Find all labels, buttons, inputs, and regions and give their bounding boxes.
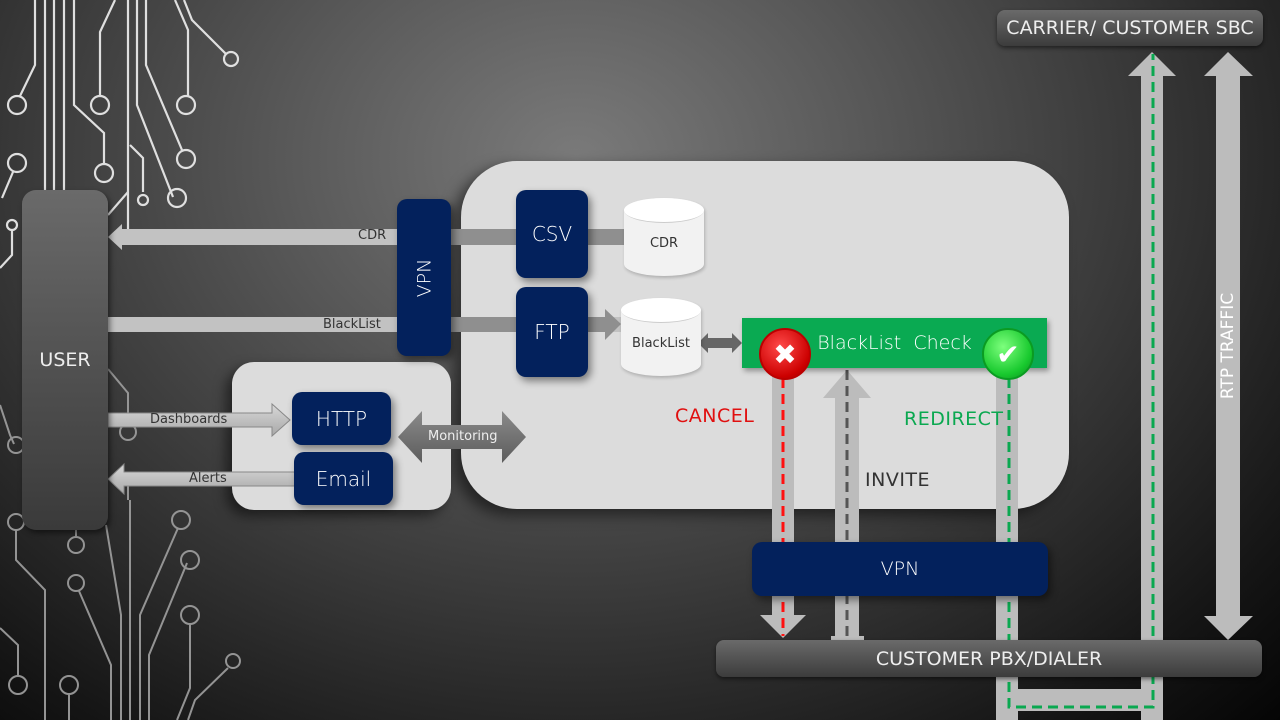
check-icon: ✔ — [982, 328, 1034, 380]
rtp-traffic-label: RTP TRAFFIC — [1218, 292, 1238, 400]
csv-label: CSV — [531, 222, 573, 246]
monitoring-arrow — [398, 411, 526, 463]
rtp-traffic-arrow — [1204, 52, 1253, 640]
blacklist-check-label: BlackList Check — [817, 332, 972, 354]
email-label: Email — [315, 466, 372, 491]
invite-label: INVITE — [865, 469, 931, 491]
dashboards-arrow — [107, 402, 291, 438]
redirect-path — [1007, 54, 1155, 709]
db-check-arrow — [698, 333, 742, 353]
alerts-flow-label: Alerts — [189, 471, 227, 486]
blacklist-db-label: BlackList — [632, 335, 690, 351]
cancel-label: CANCEL — [675, 405, 755, 427]
cdr-database: CDR — [624, 198, 704, 276]
blacklist-database: BlackList — [621, 298, 701, 376]
http-service-box: HTTP — [292, 392, 391, 445]
vpn-vertical-box: VPN — [397, 199, 451, 356]
ftp-label: FTP — [534, 320, 570, 344]
carrier-sbc-box: CARRIER/ CUSTOMER SBC — [997, 10, 1263, 46]
vpn-horizontal-label: VPN — [880, 558, 920, 580]
redirect-label: REDIRECT — [904, 408, 1004, 430]
csv-service-box: CSV — [516, 190, 588, 278]
http-label: HTTP — [315, 406, 368, 431]
email-service-box: Email — [294, 452, 393, 505]
customer-pbx-box: CUSTOMER PBX/DIALER — [716, 640, 1262, 677]
vpn-vertical-label: VPN — [412, 258, 435, 297]
ftp-service-box: FTP — [516, 287, 588, 377]
x-icon: ✖ — [759, 328, 811, 380]
cdr-db-label: CDR — [649, 235, 679, 251]
cdr-flow-label: CDR — [358, 228, 387, 243]
user-label: USER — [39, 349, 91, 371]
blacklist-flow-label: BlackList — [323, 317, 381, 332]
vpn-horizontal-box: VPN — [752, 542, 1048, 596]
carrier-sbc-label: CARRIER/ CUSTOMER SBC — [1006, 17, 1254, 39]
dashboards-flow-label: Dashboards — [150, 412, 228, 427]
user-box: USER — [22, 190, 108, 530]
customer-pbx-label: CUSTOMER PBX/DIALER — [875, 647, 1103, 670]
monitoring-flow-label: Monitoring — [428, 429, 498, 444]
alerts-arrow — [107, 462, 296, 496]
